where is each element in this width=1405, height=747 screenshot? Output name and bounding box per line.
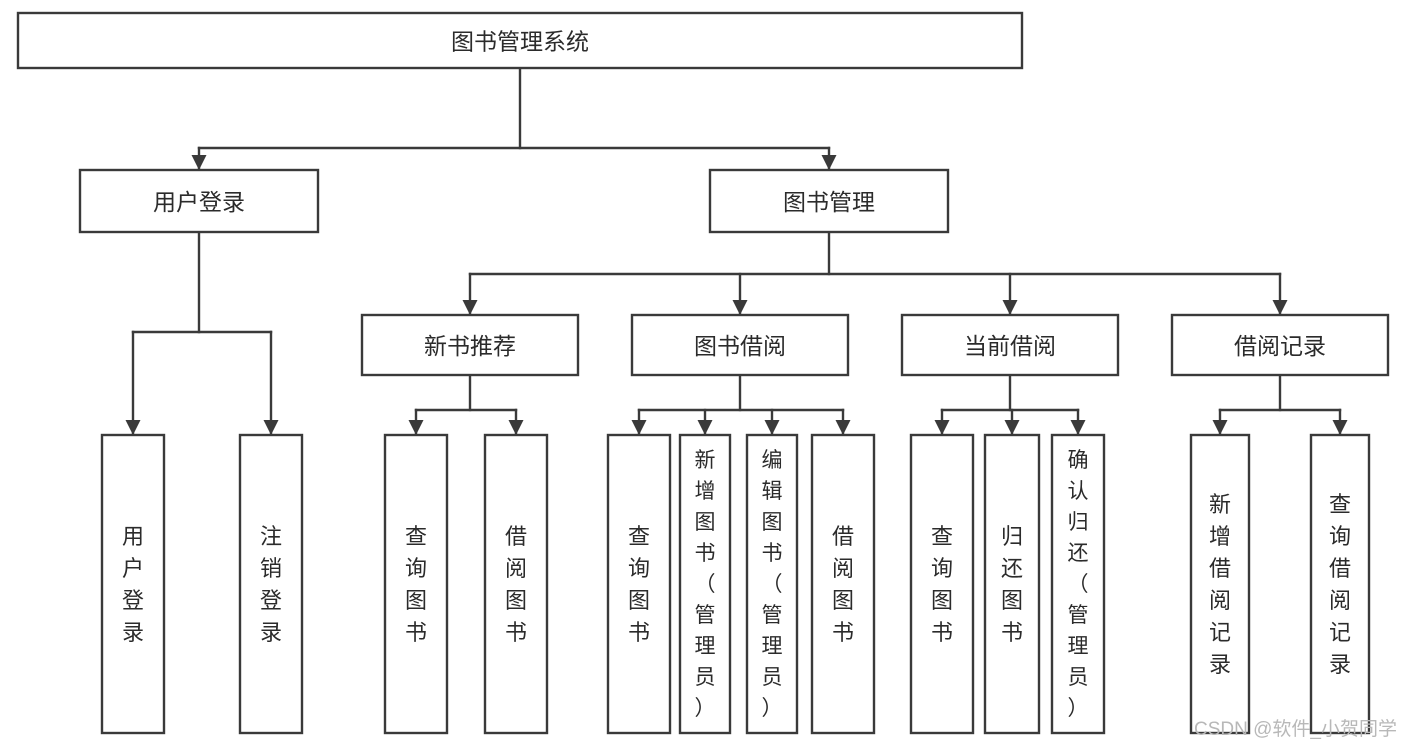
node-root[interactable]: 图书管理系统 <box>16 11 1024 70</box>
node-current-borrow-label: 当前借阅 <box>964 333 1056 359</box>
node-leaf-user-login-label: 用户登录 <box>122 524 144 645</box>
node-leaf-confirm-return-admin[interactable]: 确认归还（管理员） <box>1050 433 1106 735</box>
node-leaf-logout-login-rect <box>238 433 304 735</box>
node-leaf-borrow-book-1-label: 借阅图书 <box>505 524 527 645</box>
arrow-head-icon <box>462 300 478 315</box>
node-leaf-borrow-book-2-rect <box>810 433 876 735</box>
arrow-head-icon <box>191 155 207 170</box>
node-leaf-query-book-2-rect <box>606 433 672 735</box>
node-root-label: 图书管理系统 <box>451 29 589 55</box>
node-book-manage-label: 图书管理 <box>783 189 875 215</box>
node-new-book-recommend-label: 新书推荐 <box>424 333 516 359</box>
node-leaf-add-book-admin[interactable]: 新增图书（管理员） <box>678 433 732 735</box>
node-leaf-query-borrow-record[interactable]: 查询借阅记录 <box>1309 433 1371 735</box>
node-leaf-query-book-3[interactable]: 查询图书 <box>909 433 975 735</box>
node-leaf-borrow-book-2[interactable]: 借阅图书 <box>810 433 876 735</box>
arrow-head-icon <box>934 420 950 435</box>
arrow-head-icon <box>1332 420 1348 435</box>
node-new-book-recommend-rect <box>360 313 580 377</box>
node-leaf-query-book-3-rect <box>909 433 975 735</box>
node-root-rect <box>16 11 1024 70</box>
node-leaf-query-book-3-label: 查询图书 <box>931 524 953 645</box>
arrow-head-icon <box>408 420 424 435</box>
node-book-manage-rect <box>708 168 950 234</box>
arrow-head-icon <box>697 420 713 435</box>
node-leaf-query-borrow-record-label: 查询借阅记录 <box>1329 492 1351 677</box>
node-leaf-confirm-return-admin-rect <box>1050 433 1106 735</box>
arrow-head-icon <box>1070 420 1086 435</box>
node-leaf-edit-book-admin[interactable]: 编辑图书（管理员） <box>745 433 799 735</box>
node-leaf-add-book-admin-rect <box>678 433 732 735</box>
node-leaf-add-borrow-record-label: 新增借阅记录 <box>1209 492 1231 677</box>
arrow-head-icon <box>1272 300 1288 315</box>
node-leaf-query-borrow-record-rect <box>1309 433 1371 735</box>
node-leaf-logout-login[interactable]: 注销登录 <box>238 433 304 735</box>
node-book-borrow-label: 图书借阅 <box>694 333 786 359</box>
node-leaf-return-book-label: 归还图书 <box>1001 524 1023 645</box>
arrow-head-icon <box>631 420 647 435</box>
node-leaf-query-book-2-label: 查询图书 <box>628 524 650 645</box>
node-leaf-borrow-book-1[interactable]: 借阅图书 <box>483 433 549 735</box>
node-leaf-query-book-1-rect <box>383 433 449 735</box>
node-leaf-query-book-1[interactable]: 查询图书 <box>383 433 449 735</box>
node-leaf-borrow-book-2-label: 借阅图书 <box>832 524 854 645</box>
node-borrow-record-rect <box>1170 313 1390 377</box>
node-leaf-query-book-2[interactable]: 查询图书 <box>606 433 672 735</box>
arrow-head-icon <box>263 420 279 435</box>
arrow-head-icon <box>508 420 524 435</box>
node-leaf-confirm-return-admin-label: 确认归还（管理员） <box>1068 449 1089 720</box>
node-leaf-return-book-rect <box>983 433 1041 735</box>
node-leaf-add-book-admin-label: 新增图书（管理员） <box>695 449 716 720</box>
arrow-head-icon <box>1004 420 1020 435</box>
node-current-borrow[interactable]: 当前借阅 <box>900 313 1120 377</box>
watermark-text: CSDN @软件_小贺同学 <box>1194 719 1397 740</box>
node-user-login-rect <box>78 168 320 234</box>
connector-layer <box>125 66 1348 436</box>
arrow-head-icon <box>125 420 141 435</box>
node-leaf-edit-book-admin-label: 编辑图书（管理员） <box>762 449 783 720</box>
node-leaf-user-login[interactable]: 用户登录 <box>100 433 166 735</box>
node-borrow-record[interactable]: 借阅记录 <box>1170 313 1390 377</box>
node-user-login-label: 用户登录 <box>153 189 245 215</box>
node-new-book-recommend[interactable]: 新书推荐 <box>360 313 580 377</box>
node-book-manage[interactable]: 图书管理 <box>708 168 950 234</box>
arrow-head-icon <box>1212 420 1228 435</box>
node-leaf-query-book-1-label: 查询图书 <box>405 524 427 645</box>
arrow-head-icon <box>732 300 748 315</box>
node-leaf-borrow-book-1-rect <box>483 433 549 735</box>
node-book-borrow[interactable]: 图书借阅 <box>630 313 850 377</box>
arrow-head-icon <box>1002 300 1018 315</box>
node-leaf-logout-login-label: 注销登录 <box>260 524 282 645</box>
node-current-borrow-rect <box>900 313 1120 377</box>
arrow-head-icon <box>835 420 851 435</box>
arrow-head-icon <box>821 155 837 170</box>
node-book-borrow-rect <box>630 313 850 377</box>
node-leaf-add-borrow-record[interactable]: 新增借阅记录 <box>1189 433 1251 735</box>
node-user-login[interactable]: 用户登录 <box>78 168 320 234</box>
node-layer: 图书管理系统用户登录图书管理新书推荐图书借阅当前借阅借阅记录用户登录注销登录查询… <box>16 11 1390 735</box>
arrow-head-icon <box>764 420 780 435</box>
node-borrow-record-label: 借阅记录 <box>1234 333 1326 359</box>
node-leaf-user-login-rect <box>100 433 166 735</box>
node-leaf-return-book[interactable]: 归还图书 <box>983 433 1041 735</box>
node-leaf-edit-book-admin-rect <box>745 433 799 735</box>
node-leaf-add-borrow-record-rect <box>1189 433 1251 735</box>
